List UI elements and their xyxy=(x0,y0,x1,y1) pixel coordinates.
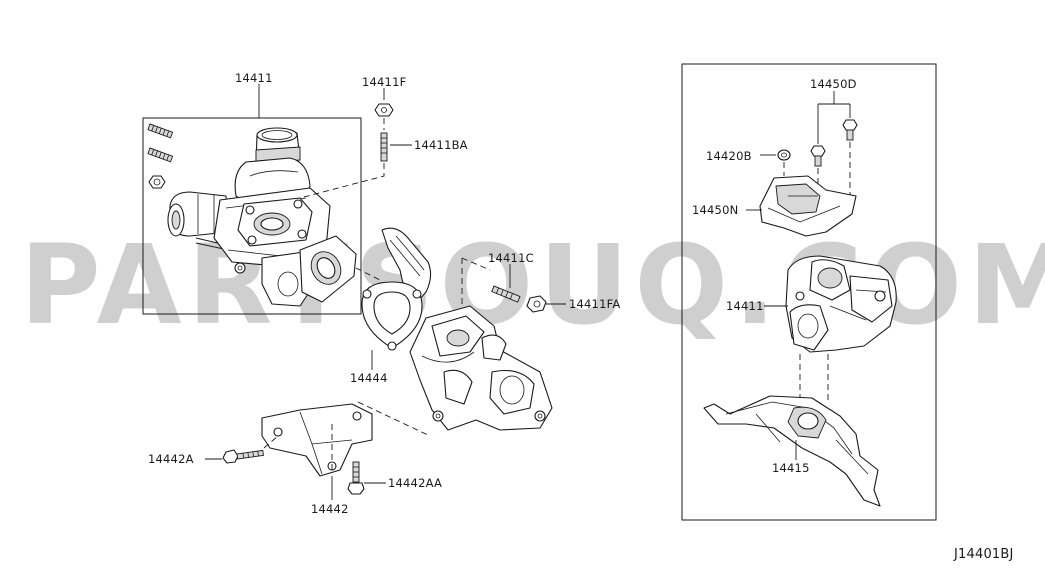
label-14420b: 14420B xyxy=(706,149,752,163)
gasket-14444-icon xyxy=(361,281,423,351)
nut-14411f-icon xyxy=(374,103,394,117)
washer-14420b-icon xyxy=(777,149,791,161)
stud-set-icon xyxy=(147,123,174,189)
label-14411: 14411 xyxy=(235,71,273,85)
turbocharger-right-icon xyxy=(785,255,897,353)
label-14411f: 14411F xyxy=(362,75,406,89)
turbocharger-icon xyxy=(167,127,357,307)
heat-shield-14450n-icon xyxy=(759,175,857,237)
label-14411ba: 14411BA xyxy=(414,138,468,152)
label-14442aa: 14442AA xyxy=(388,476,442,490)
label-14411c: 14411C xyxy=(488,251,534,265)
guide-line xyxy=(299,163,385,199)
label-14442a: 14442A xyxy=(148,452,194,466)
exhaust-outlet-housing-icon xyxy=(409,305,553,431)
bolt-14442a-icon xyxy=(222,449,264,464)
guide-line xyxy=(355,267,381,281)
bolt-14442aa-icon xyxy=(347,461,365,495)
bracket-14442-icon xyxy=(261,403,373,477)
guide-line xyxy=(263,435,279,449)
stud-14411c-icon xyxy=(491,285,521,303)
label-14442: 14442 xyxy=(311,502,349,516)
bolt-14450d-icon xyxy=(810,119,858,167)
label-14411fa: 14411FA xyxy=(569,297,620,311)
stud-14411ba-icon xyxy=(380,132,388,162)
diagram-code: J14401BJ xyxy=(953,547,1014,562)
label-14450n: 14450N xyxy=(692,203,738,217)
nut-14411fa-icon xyxy=(526,295,547,313)
label-14411-right: 14411 xyxy=(726,299,764,313)
label-14444: 14444 xyxy=(350,371,388,385)
label-14415: 14415 xyxy=(772,461,810,475)
turbocharger-assembly-frame xyxy=(142,117,362,315)
guide-line xyxy=(461,257,491,271)
label-14450d: 14450D xyxy=(810,77,857,91)
heat-shield-14415-icon xyxy=(703,395,881,507)
heat-shield-set-frame xyxy=(681,63,937,521)
guide-line xyxy=(357,401,431,437)
